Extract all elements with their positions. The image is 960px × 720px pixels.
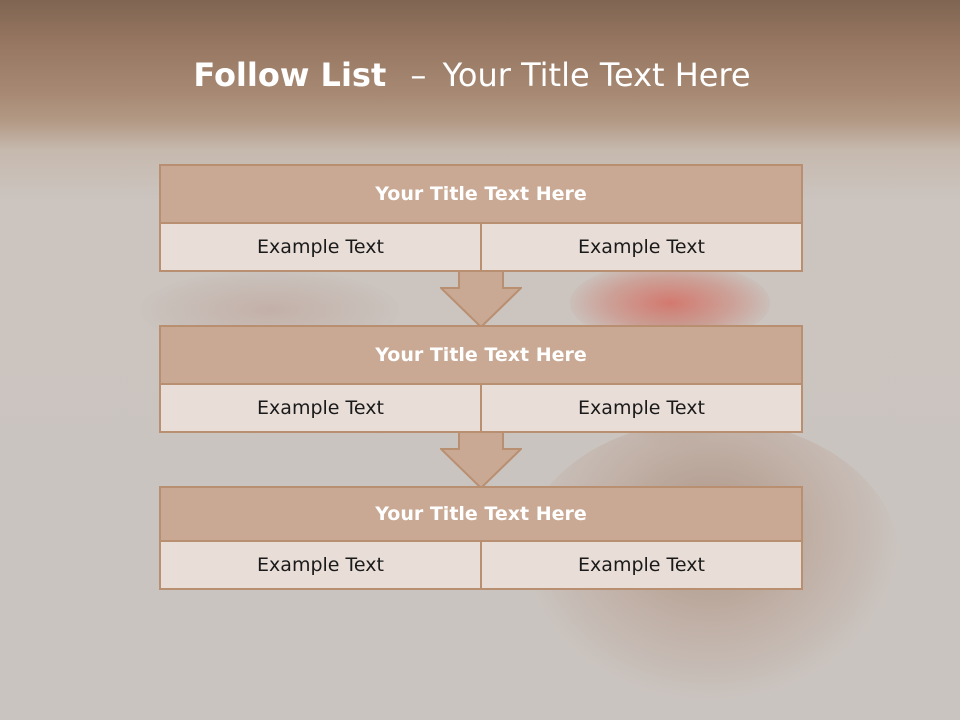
block-title: Your Title Text Here	[161, 166, 801, 224]
slide-title: Follow List – Your Title Text Here	[0, 56, 944, 94]
block-title: Your Title Text Here	[161, 327, 801, 385]
block-title: Your Title Text Here	[161, 488, 801, 542]
list-block-3: Your Title Text Here Example Text Exampl…	[159, 486, 803, 590]
list-block-2: Your Title Text Here Example Text Exampl…	[159, 325, 803, 433]
slide-title-rest: Your Title Text Here	[442, 56, 751, 94]
down-arrow-icon	[440, 271, 522, 329]
block-cell-right: Example Text	[480, 385, 801, 431]
block-row: Example Text Example Text	[161, 542, 801, 588]
block-row: Example Text Example Text	[161, 385, 801, 431]
block-cell-right: Example Text	[480, 542, 801, 588]
slide-title-strong: Follow List	[193, 56, 387, 94]
block-row: Example Text Example Text	[161, 224, 801, 270]
down-arrow-icon	[440, 432, 522, 490]
block-cell-left: Example Text	[257, 236, 384, 258]
block-cell-left: Example Text	[257, 397, 384, 419]
slide-title-dash: –	[410, 56, 427, 94]
list-block-1: Your Title Text Here Example Text Exampl…	[159, 164, 803, 272]
block-cell-right: Example Text	[480, 224, 801, 270]
block-cell-left: Example Text	[257, 554, 384, 576]
